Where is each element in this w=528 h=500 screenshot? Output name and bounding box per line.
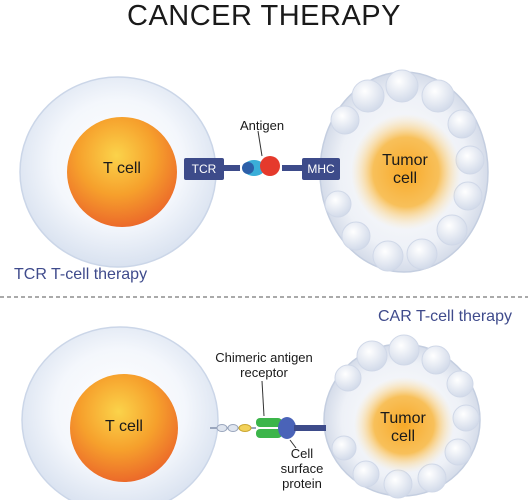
tcr-t-cell bbox=[19, 76, 217, 268]
tcr-connector bbox=[184, 130, 340, 180]
protein-pointer bbox=[289, 439, 297, 449]
car-receptor-lower bbox=[256, 429, 282, 438]
cell-surface-protein-shape bbox=[278, 417, 296, 439]
page-title: CANCER THERAPY bbox=[127, 0, 401, 32]
chimeric-antigen-receptor-label: Chimeric antigen receptor bbox=[204, 350, 324, 380]
car-section-label: CAR T-cell therapy bbox=[378, 308, 512, 325]
protein-label-line3: protein bbox=[282, 476, 322, 491]
cell-surface-protein-label: Cell surface protein bbox=[275, 446, 329, 491]
antigen-pointer bbox=[257, 130, 263, 157]
car-tumor-cell bbox=[323, 334, 481, 499]
car-tumor-cell-label: Tumor cell bbox=[368, 410, 438, 446]
car-connector bbox=[210, 380, 326, 449]
tcr-tumor-cell bbox=[319, 69, 489, 273]
car-t-cell-label: T cell bbox=[105, 418, 143, 435]
tcr-section-label: TCR T-cell therapy bbox=[14, 266, 148, 283]
car-t-cell bbox=[21, 326, 219, 500]
tcr-tumor-label-line1: Tumor bbox=[382, 152, 428, 169]
tcr-t-cell-label: T cell bbox=[103, 160, 141, 177]
tcr-tumor-cell-label: Tumor cell bbox=[370, 152, 440, 188]
tcr-tumor-core bbox=[351, 114, 461, 230]
car-tumor-core bbox=[354, 377, 454, 473]
tcr-t-cell-nucleus bbox=[67, 117, 177, 227]
tcr-box-label: TCR bbox=[191, 162, 217, 176]
receptor-label-line1: Chimeric antigen bbox=[215, 350, 313, 365]
mhc-box bbox=[302, 158, 340, 180]
car-tumor-label-line1: Tumor bbox=[380, 410, 426, 427]
tcr-tumor-label-line2: cell bbox=[392, 170, 417, 187]
car-signal-domain bbox=[238, 424, 252, 432]
receptor-pointer bbox=[261, 380, 265, 417]
receptor-label-line2: receptor bbox=[240, 365, 288, 380]
antigen-label: Antigen bbox=[240, 118, 285, 133]
car-tumor-label-line2: cell bbox=[390, 428, 415, 445]
mhc-box-label: MHC bbox=[307, 162, 335, 176]
tcr-box bbox=[184, 158, 224, 180]
car-t-cell-nucleus bbox=[70, 374, 178, 482]
protein-label-line2: surface bbox=[280, 461, 324, 476]
antigen-shape bbox=[260, 156, 280, 176]
car-receptor-upper bbox=[256, 418, 282, 427]
protein-label-line1: Cell bbox=[290, 446, 314, 461]
